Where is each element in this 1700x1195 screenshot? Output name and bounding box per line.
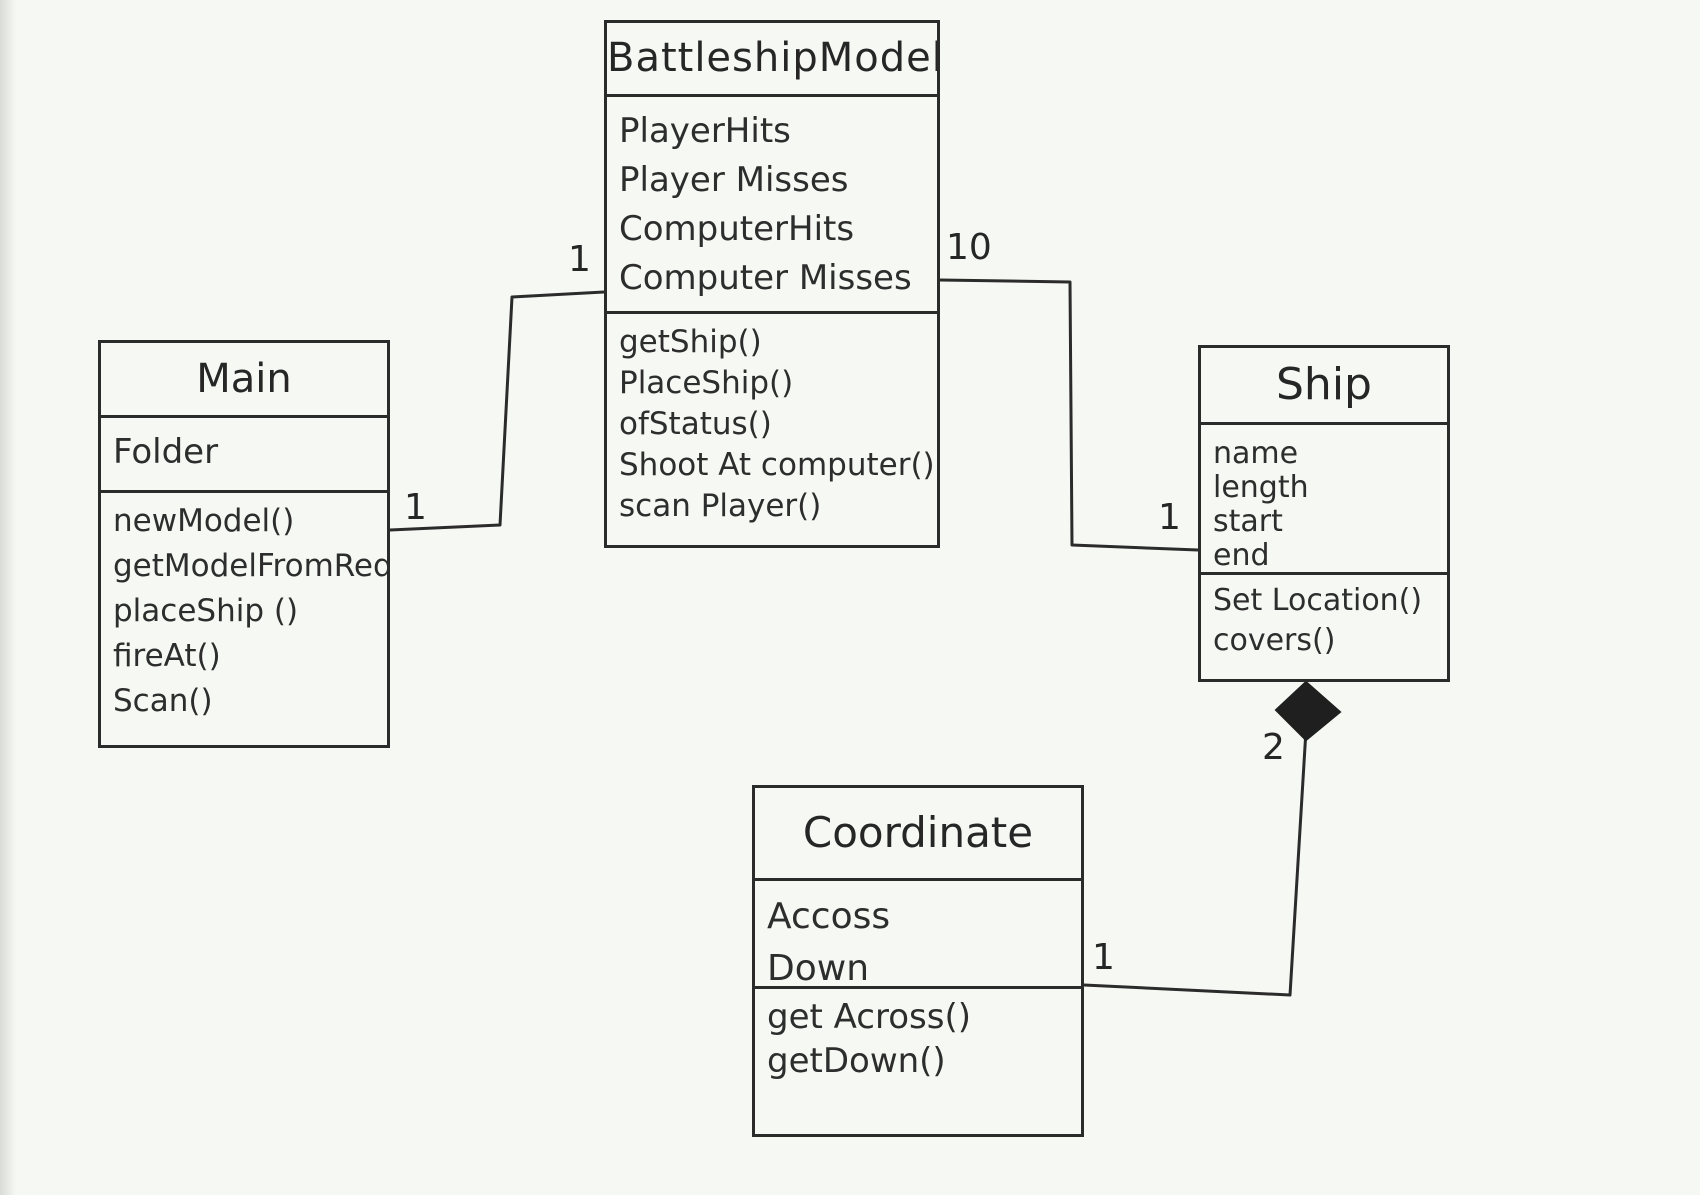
class-coordinate: Coordinate Accoss Down get Across() getD… <box>752 785 1084 1137</box>
attribute-player-hits: PlayerHits <box>619 111 791 151</box>
operations-section: getShip() PlaceShip() ofStatus() Shoot A… <box>607 314 937 531</box>
operation-fire-at: fireAt() <box>113 638 221 674</box>
class-name: Ship <box>1201 348 1447 425</box>
attribute-player-misses: Player Misses <box>619 160 849 200</box>
operations-section: newModel() getModelFromReq() placeShip (… <box>101 493 387 728</box>
operations-section: Set Location() covers() <box>1201 575 1447 665</box>
attribute-computer-hits: ComputerHits <box>619 209 855 249</box>
multiplicity-coordinate-end: 1 <box>1092 937 1115 978</box>
operation-of-status: ofStatus() <box>619 406 772 442</box>
association-model-ship <box>939 278 1199 552</box>
attribute-computer-misses: Computer Misses <box>619 258 912 298</box>
operation-set-location: Set Location() <box>1213 583 1423 618</box>
attribute-length: length <box>1213 470 1309 505</box>
operation-get-ship: getShip() <box>619 324 762 360</box>
operations-section: get Across() getDown() <box>755 989 1081 1087</box>
paper-edge <box>0 0 16 1195</box>
class-ship: Ship name length start end Set Location(… <box>1198 345 1450 682</box>
multiplicity-model-end-left: 1 <box>568 239 591 280</box>
class-main: Main Folder newModel() getModelFromReq()… <box>98 340 390 748</box>
attributes-section: Folder <box>101 418 387 493</box>
attribute-start: start <box>1213 504 1283 539</box>
attributes-section: name length start end <box>1201 425 1447 575</box>
multiplicity-model-end-right: 10 <box>946 227 992 268</box>
class-battleship-model: BattleshipModel PlayerHits Player Misses… <box>604 20 940 548</box>
attribute-across: Accoss <box>767 896 891 937</box>
operation-scan-player: scan Player() <box>619 488 822 524</box>
operation-shoot-at-computer: Shoot At computer() <box>619 447 935 483</box>
attribute-end: end <box>1213 538 1270 573</box>
operation-scan: Scan() <box>113 683 213 719</box>
attributes-section: PlayerHits Player Misses ComputerHits Co… <box>607 97 937 314</box>
class-name: Main <box>101 343 387 418</box>
operation-new-model: newModel() <box>113 503 295 539</box>
attributes-section: Accoss Down <box>755 881 1081 989</box>
operation-covers: covers() <box>1213 623 1336 658</box>
attribute-name: name <box>1213 436 1299 471</box>
association-main-model <box>389 290 605 532</box>
class-name: BattleshipModel <box>607 23 937 97</box>
multiplicity-ship-end: 1 <box>1158 497 1181 538</box>
operation-get-down: getDown() <box>767 1041 946 1081</box>
operation-get-across: get Across() <box>767 997 971 1037</box>
composition-diamond-icon <box>1274 680 1342 742</box>
composition-ship-coordinate <box>1083 729 1308 997</box>
class-name: Coordinate <box>755 788 1081 881</box>
operation-place-ship: PlaceShip() <box>619 365 794 401</box>
operation-get-model-from-req: getModelFromReq() <box>113 548 387 584</box>
attribute-folder: Folder <box>113 432 219 472</box>
multiplicity-main-end: 1 <box>404 487 427 528</box>
attribute-down: Down <box>767 948 870 989</box>
multiplicity-ship-composition-end: 2 <box>1262 727 1285 768</box>
operation-place-ship: placeShip () <box>113 593 299 629</box>
